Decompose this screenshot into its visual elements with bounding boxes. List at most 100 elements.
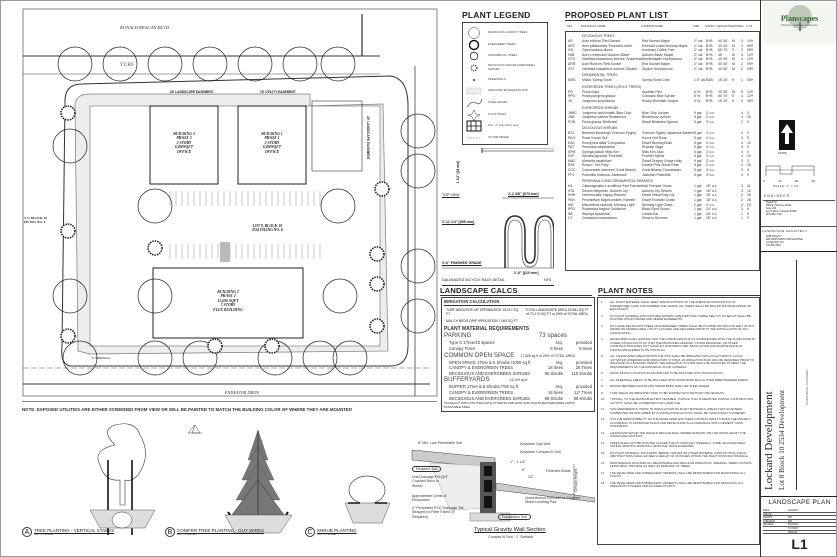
calc-cell: DECIDUOUS AND EVERGREEN SHRUBS — [449, 395, 530, 401]
plant-list-cell: Calamagrostis x acutiflora 'Karl Foerste… — [582, 184, 642, 189]
plant-list-cell: 30'-40' — [718, 43, 728, 48]
adjacent-lot-label: T 7, BLOCK 10 FILING NO. 6 — [24, 216, 47, 224]
canopy-tree-symbol — [322, 278, 358, 314]
building-label-line: 6,000SQFT — [174, 145, 194, 150]
parking-spaces: 73 spaces — [538, 332, 567, 340]
irrigated-bluegrass-icon — [466, 84, 484, 96]
plant-list-cell: Emerald Lustre Norway Maple — [642, 43, 688, 48]
plant-list-cell: M — [732, 61, 735, 66]
plant-list-cell: 18" o.c. — [706, 184, 718, 189]
plant-list-cell: 5 gal — [694, 131, 702, 136]
note-text: TREES SHALL NOT BE PLANTED CLOSER THAN 8… — [610, 440, 746, 448]
plant-list-cell: 2" cal — [694, 52, 703, 57]
plant-group-heading: DECIDUOUS TREES — [582, 34, 615, 38]
building-label-line: BUILDING 1 — [261, 132, 283, 136]
note-number: 13. — [601, 430, 606, 435]
plant-list-cell: 1 gal — [694, 216, 702, 221]
detail-title: CONIFER TREE PLANTING - GUY WIRES — [177, 528, 264, 533]
plant-list-cell: S — [732, 94, 735, 99]
canopy-tree-symbol — [282, 46, 318, 82]
plant-list-cell: 09% — [747, 66, 753, 71]
info-key: JOB NO. — [763, 512, 773, 516]
note-number: 11. — [601, 407, 605, 411]
plant-note: 12.IT IS THE RESPONSIBILITY OF THE DEVEL… — [601, 417, 756, 429]
plant-list-cell: 1 gal — [694, 198, 702, 203]
plant-list-cell: RKO — [568, 135, 576, 140]
plant-list-cell: S — [732, 98, 735, 103]
plant-list-cell — [718, 216, 732, 221]
calc-cell: 110 shrubs — [571, 370, 592, 376]
plant-list-cell: 3 — [741, 207, 743, 212]
scale-tick: 0 — [763, 179, 765, 183]
plant-list-cell: 9 — [747, 211, 749, 216]
evergreen-tree-symbol — [369, 318, 385, 334]
plant-list-cell: SB — [568, 211, 573, 216]
note-text: IT IS THE RESPONSIBILITY OF THE DEVELOPE… — [610, 417, 751, 428]
plant-list-cell: PPG — [568, 94, 576, 99]
legend-item-label: DECIDUOUS CANOPY TREES — [488, 29, 528, 34]
note-number: 16. — [601, 460, 606, 465]
utility-note: NOTE: EXPOSED UTILITIES ARE EITHER SCREE… — [22, 407, 353, 412]
plant-list-cell: 12% — [747, 52, 753, 57]
plant-list-cell — [718, 173, 732, 178]
plant-list-cell: 6' ht — [694, 89, 701, 94]
plant-list-cell: 5 gal — [694, 163, 702, 168]
plant-list-cell: CCC — [568, 168, 576, 173]
legend-item-label: DECIDUOUS AND/OR EVERGREEN SHRUBS — [488, 62, 535, 71]
plant-note: 7.ALL PERENNIAL AREAS TO BE MULCHED WITH… — [601, 378, 756, 383]
plant-list-cell: Froebel Spirea — [642, 154, 665, 159]
plant-list-cell: PAT — [568, 145, 575, 150]
plant-list-cell: 16 — [747, 115, 751, 120]
note-number: 4. — [601, 337, 604, 341]
plant-note: 13.LANDSCAPE WITHIN THE RONALD REAGAN AN… — [601, 430, 756, 439]
wall-label-8in: 8" — [522, 468, 526, 472]
plant-list-cell: 5 gal — [694, 145, 702, 150]
plant-list-cell: 5 — [747, 131, 749, 136]
plant-list-cell: 1 gal — [694, 193, 702, 198]
plant-list-cell: 2 — [741, 66, 743, 71]
plant-list-cell: HHR — [568, 193, 576, 198]
plant-list-cell: B+B — [706, 94, 713, 99]
plant-list-cell: 28 — [747, 198, 751, 203]
north-arrow-icon — [779, 120, 795, 150]
evergreen-tree-symbol — [369, 276, 385, 292]
plant-list-cell: M — [732, 43, 735, 48]
info-key: DRAWN — [763, 516, 772, 520]
column-header: % OF TOTAL — [746, 24, 752, 28]
bike-rack-caption-rule — [442, 285, 554, 286]
plant-list-cell: 6' ht — [694, 98, 701, 103]
canopy-tree-symbol — [237, 46, 273, 82]
plant-list-cell: 4' o.c. — [706, 140, 715, 145]
plant-list-cell: 40'-50' — [718, 57, 728, 62]
plant-list-cell: 60'-70' — [718, 94, 728, 99]
building-label-line: PHASE 1 — [264, 136, 280, 141]
plant-list-cell: Jackman Potentilla — [642, 172, 671, 177]
tree-logo-icon — [788, 5, 812, 31]
plant-group-heading: DECIDUOUS SHRUBS — [582, 126, 618, 131]
plant-notes: 1.ALL PLANT MATERIAL SHALL MEET SPECIFIC… — [597, 297, 760, 545]
plant-list-cell: 4 — [747, 168, 749, 173]
column-header: SIZE — [693, 24, 700, 28]
steel-edger-icon — [466, 96, 484, 108]
canopy-tree-symbol — [137, 340, 173, 376]
plant-list-cell: MAC — [568, 158, 576, 163]
site-plan-drawing — [22, 8, 438, 397]
calc-cell: 88 shrubs — [544, 395, 564, 401]
engineer-line: TELESTO — [766, 201, 777, 204]
plant-list-cell: Dwarf Fountain Grass — [642, 198, 675, 203]
detail-letter: A — [22, 527, 32, 537]
plant-list-cell: 3 — [747, 158, 749, 163]
plant-list-cell: 30'-40' — [718, 61, 728, 66]
street-label-north: RONALD REAGAN BLVD — [120, 25, 170, 30]
